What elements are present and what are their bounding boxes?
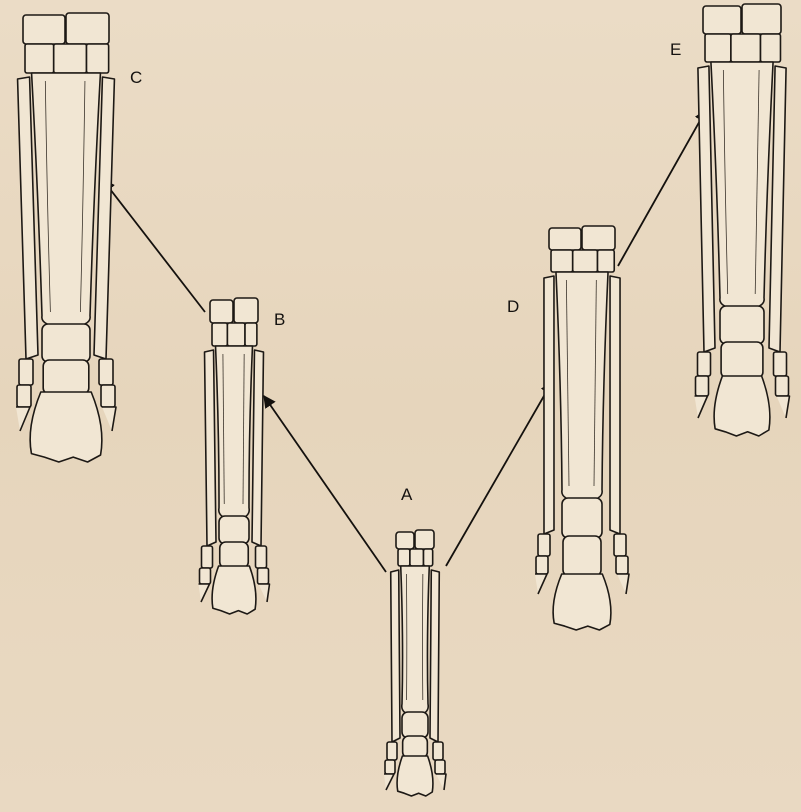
side-hoof bbox=[695, 396, 708, 418]
phalanx bbox=[562, 498, 602, 538]
label-c: C bbox=[130, 69, 142, 86]
side-hoof bbox=[384, 774, 394, 790]
side-toe-bone bbox=[387, 742, 397, 760]
tarsal-bone bbox=[25, 44, 54, 73]
side-toe-bone bbox=[774, 352, 787, 376]
side-toe-bone bbox=[614, 534, 626, 556]
side-toe-bone bbox=[698, 352, 711, 376]
cannon-bone bbox=[711, 62, 773, 310]
side-toe-bone bbox=[17, 385, 31, 407]
arrow-a-to-d bbox=[446, 382, 552, 566]
side-hoof bbox=[102, 407, 116, 431]
tarsal-bone bbox=[212, 323, 227, 346]
arrow-d-to-e bbox=[618, 110, 706, 266]
side-toe-bone bbox=[616, 556, 628, 574]
specimen-e bbox=[695, 4, 790, 436]
phalanx bbox=[720, 306, 764, 344]
tarsal-bone bbox=[582, 226, 615, 250]
splint-bone bbox=[544, 276, 554, 534]
hoof bbox=[212, 566, 256, 614]
hoof bbox=[714, 376, 770, 436]
tarsal-bone bbox=[87, 44, 109, 73]
hoof bbox=[397, 756, 433, 796]
phalanx bbox=[219, 516, 249, 544]
phalanx bbox=[402, 712, 428, 738]
side-toe-bone bbox=[202, 546, 213, 568]
specimen-a bbox=[384, 530, 446, 796]
hoof bbox=[30, 392, 102, 462]
splint-bone bbox=[610, 276, 620, 534]
phalanx bbox=[43, 360, 89, 394]
tarsal-bone bbox=[23, 15, 65, 44]
tarsal-bone bbox=[245, 323, 257, 346]
tarsal-bone bbox=[573, 250, 598, 272]
specimen-d bbox=[535, 226, 629, 630]
side-toe-bone bbox=[385, 760, 395, 774]
side-toe-bone bbox=[99, 359, 113, 385]
cannon-bone bbox=[401, 566, 430, 716]
tarsal-bone bbox=[398, 549, 410, 566]
side-hoof bbox=[199, 584, 210, 602]
side-hoof bbox=[617, 574, 629, 594]
tarsal-bone bbox=[66, 13, 109, 44]
tarsal-bone bbox=[731, 34, 761, 62]
tarsal-bone bbox=[703, 6, 741, 34]
side-toe-bone bbox=[258, 568, 269, 584]
phalanx bbox=[220, 542, 249, 568]
phalanx bbox=[721, 342, 763, 378]
side-toe-bone bbox=[19, 359, 33, 385]
tarsal-bone bbox=[415, 530, 434, 549]
arrow-b-to-c bbox=[103, 180, 205, 312]
specimen-b bbox=[199, 298, 270, 614]
side-toe-bone bbox=[696, 376, 709, 396]
side-toe-bone bbox=[538, 534, 550, 556]
side-toe-bone bbox=[776, 376, 789, 396]
specimen-c bbox=[16, 13, 116, 462]
tarsal-bone bbox=[210, 300, 233, 323]
side-toe-bone bbox=[200, 568, 211, 584]
splint-bone bbox=[391, 570, 400, 742]
label-a: A bbox=[401, 486, 412, 503]
tarsal-bone bbox=[705, 34, 731, 62]
phalanx bbox=[403, 736, 428, 758]
side-toe-bone bbox=[435, 760, 445, 774]
tarsal-bone bbox=[54, 44, 87, 73]
side-toe-bone bbox=[536, 556, 548, 574]
tarsal-bone bbox=[396, 532, 414, 549]
label-e: E bbox=[670, 41, 681, 58]
hoof bbox=[553, 574, 611, 630]
splint-bone bbox=[205, 350, 216, 546]
tarsal-bone bbox=[234, 298, 258, 323]
tarsal-bone bbox=[410, 549, 424, 566]
cannon-bone bbox=[216, 346, 253, 520]
cannon-bone bbox=[556, 272, 608, 502]
side-hoof bbox=[259, 584, 270, 602]
side-hoof bbox=[16, 407, 30, 431]
tarsal-bone bbox=[742, 4, 781, 34]
tarsal-bone bbox=[227, 323, 245, 346]
tarsal-bone bbox=[549, 228, 581, 250]
side-hoof bbox=[535, 574, 547, 594]
tarsal-bone bbox=[598, 250, 615, 272]
splint-bone bbox=[252, 350, 263, 546]
splint-bone bbox=[430, 570, 439, 742]
tarsal-bone bbox=[551, 250, 573, 272]
phalanx bbox=[42, 324, 90, 362]
side-toe-bone bbox=[256, 546, 267, 568]
arrow-a-to-b bbox=[264, 396, 386, 572]
cannon-bone bbox=[32, 73, 101, 328]
tarsal-bone bbox=[761, 34, 781, 62]
side-toe-bone bbox=[433, 742, 443, 760]
tarsal-bone bbox=[424, 549, 433, 566]
side-hoof bbox=[436, 774, 446, 790]
side-toe-bone bbox=[101, 385, 115, 407]
phalanx bbox=[563, 536, 601, 576]
label-d: D bbox=[507, 298, 519, 315]
side-hoof bbox=[777, 396, 790, 418]
label-b: B bbox=[274, 311, 285, 328]
